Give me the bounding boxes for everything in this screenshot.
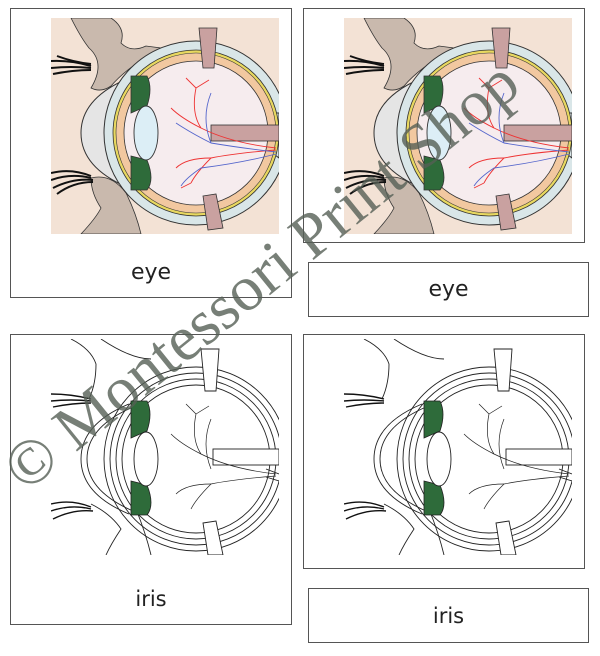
card-label: iris (135, 587, 167, 611)
eye-diagram-color (51, 18, 279, 234)
eye-diagram-outline (344, 339, 572, 555)
label-card-eye: eye (308, 262, 589, 317)
card-label: eye (130, 260, 172, 285)
label-card-iris: iris (308, 588, 589, 643)
eye-diagram-outline (51, 339, 279, 555)
picture-card-eye (303, 8, 585, 243)
picture-card-iris (303, 334, 585, 569)
control-card-eye: eye (10, 8, 292, 298)
control-card-iris: iris (10, 334, 292, 625)
eye-diagram-color (344, 18, 572, 234)
